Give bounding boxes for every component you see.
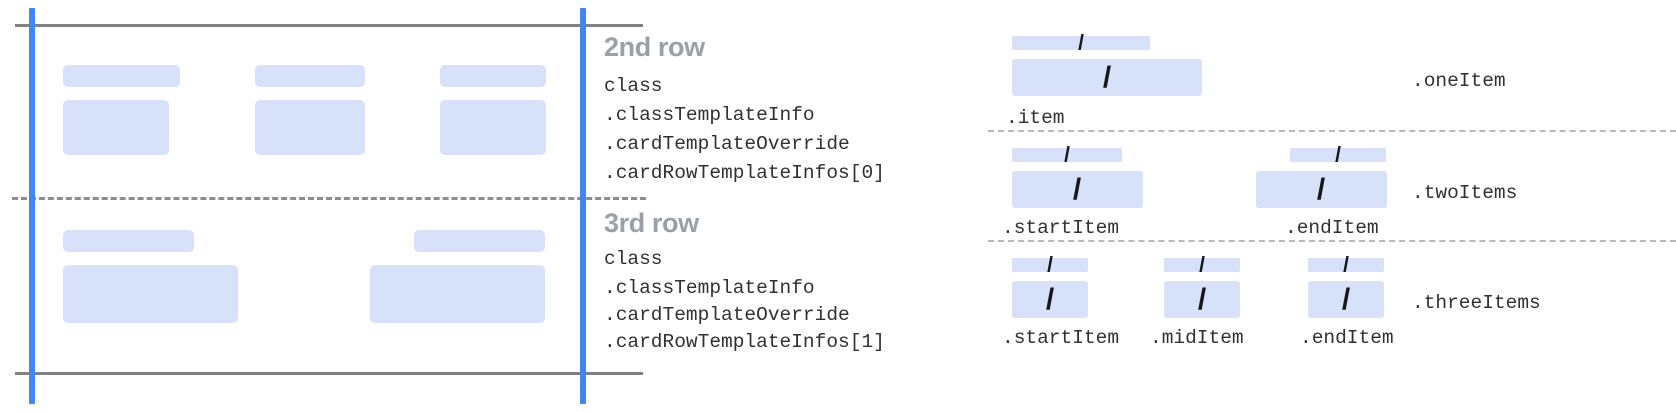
group-label-threeitems: .threeItems [1412,292,1541,314]
twoitems-enditem-main-bar [1256,171,1387,208]
row2-item3-body-chip [440,100,546,155]
variant-divider-dashed-line-1 [988,130,1676,132]
row3-code-line-classtemplateinfo: .classTemplateInfo [604,277,815,299]
row-boundary-bottom-line [15,372,643,375]
variant-divider-dashed-line-2 [988,240,1676,242]
threeitems-enditem-top-bar [1308,258,1384,272]
row2-item1-label-chip [63,65,180,87]
threeitems-enditem-main-bar [1308,281,1384,318]
threeitems-startitem-main-bar [1012,281,1088,318]
row2-item2-body-chip [255,100,365,155]
row-boundary-top-line [15,24,643,27]
row3-code-line-class: class [604,248,663,270]
row2-code-line-classtemplateinfo: .classTemplateInfo [604,104,815,126]
row3-item2-label-chip [414,230,545,252]
row-item-variants: / / .item .oneItem / / / / .startItem .e… [960,0,1676,412]
threeitems-miditem-main-bar [1164,281,1240,318]
end-edge-guide-line [580,8,586,404]
row2-item3-label-chip [440,65,546,87]
row2-item1-body-chip [63,100,169,155]
row-heading-3rd-row: 3rd row [604,208,699,238]
row2-code-line-cardrowtemplateinfos: .cardRowTemplateInfos[0] [604,162,885,184]
row3-code-line-cardrowtemplateinfos: .cardRowTemplateInfos[1] [604,331,885,353]
twoitems-startitem-main-bar [1012,171,1143,208]
row3-code-line-cardtemplateoverride: .cardTemplateOverride [604,304,850,326]
row3-item1-label-chip [63,230,194,252]
threeitems-enditem-label: .endItem [1300,327,1394,349]
oneitem-item-top-bar [1012,36,1150,50]
twoitems-enditem-label: .endItem [1285,217,1379,239]
threeitems-miditem-top-bar [1164,258,1240,272]
group-label-oneitem: .oneItem [1412,70,1506,92]
group-label-twoitems: .twoItems [1412,182,1518,204]
row2-item2-label-chip [255,65,365,87]
twoitems-enditem-top-bar [1290,148,1386,162]
threeitems-startitem-top-bar [1012,258,1088,272]
row-heading-2nd-row: 2nd row [604,32,705,62]
row3-item2-body-chip [370,265,545,323]
card-row-layout-preview [0,0,660,412]
start-edge-guide-line [29,8,35,404]
threeitems-startitem-label: .startItem [1002,327,1120,349]
oneitem-item-label: .item [1006,107,1065,129]
row2-code-line-cardtemplateoverride: .cardTemplateOverride [604,133,850,155]
row3-item1-body-chip [63,265,238,323]
twoitems-startitem-label: .startItem [1002,217,1120,239]
row2-code-line-class: class [604,75,663,97]
threeitems-miditem-label: .midItem [1150,327,1244,349]
row-annotation-column: 2nd row class .classTemplateInfo .cardTe… [604,0,944,412]
row-divider-dashed-line [12,197,646,200]
oneitem-item-main-bar [1012,59,1202,96]
twoitems-startitem-top-bar [1012,148,1122,162]
